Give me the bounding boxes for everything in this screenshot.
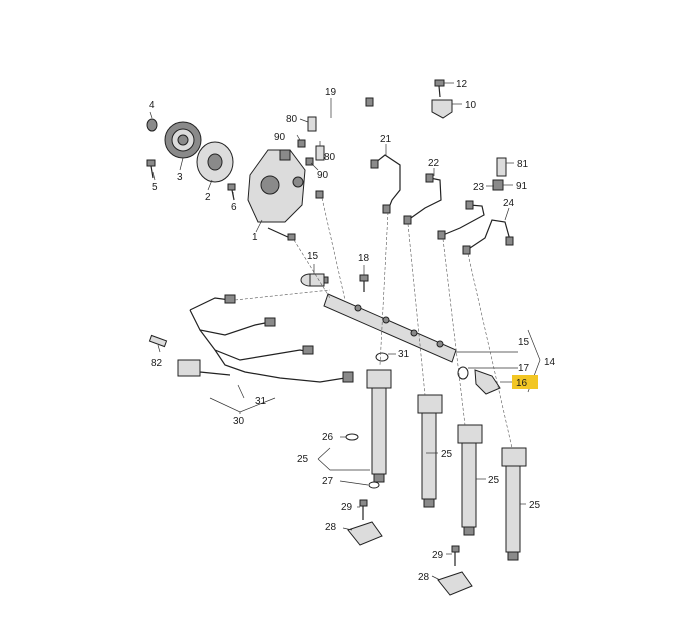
label-19[interactable]: 19 <box>325 87 337 98</box>
seal-part-80a[interactable] <box>307 116 317 132</box>
high-pressure-pump[interactable] <box>247 149 306 223</box>
part-labels: 4 5 3 2 6 1 19 80 90 80 90 12 10 21 22 8… <box>149 79 556 583</box>
label-15a[interactable]: 15 <box>307 251 319 262</box>
seal-ring-27[interactable] <box>368 481 380 489</box>
label-15b[interactable]: 15 <box>518 337 530 348</box>
connector-part-81[interactable] <box>496 157 507 177</box>
wiring-harness[interactable] <box>177 294 354 383</box>
label-22[interactable]: 22 <box>428 158 440 169</box>
pressure-valve-16[interactable] <box>474 369 501 395</box>
connector-part-91[interactable] <box>492 179 504 191</box>
label-4[interactable]: 4 <box>149 100 155 111</box>
label-10[interactable]: 10 <box>465 100 477 111</box>
label-31b[interactable]: 31 <box>255 396 267 407</box>
clip-part-82[interactable] <box>148 334 168 348</box>
bolt-part-1[interactable] <box>267 227 296 241</box>
label-25a[interactable]: 25 <box>297 454 309 465</box>
label-2[interactable]: 2 <box>205 192 211 203</box>
clamp-part-28b[interactable] <box>437 571 473 596</box>
bolt-part-18[interactable] <box>359 274 369 292</box>
seal-part-80b[interactable] <box>315 145 325 161</box>
bolt-part-29a[interactable] <box>359 499 368 520</box>
bolt-part-5[interactable] <box>146 159 156 179</box>
label-21[interactable]: 21 <box>380 134 392 145</box>
label-81[interactable]: 81 <box>517 159 529 170</box>
injector-pipe-24[interactable] <box>462 219 514 255</box>
label-25c[interactable]: 25 <box>488 475 500 486</box>
injector-pipe-21[interactable] <box>370 154 401 214</box>
label-1[interactable]: 1 <box>252 232 258 243</box>
sprocket-part[interactable] <box>164 121 202 159</box>
pump-hub-part[interactable] <box>196 141 234 183</box>
clamp-part-10[interactable] <box>431 99 453 119</box>
injector-3[interactable] <box>457 424 483 536</box>
injector-pipe-23[interactable] <box>437 200 485 240</box>
clamp-part-28a[interactable] <box>347 521 383 546</box>
label-82[interactable]: 82 <box>151 358 163 369</box>
label-30[interactable]: 30 <box>233 416 245 427</box>
high-pressure-pipe-19[interactable] <box>315 93 388 199</box>
label-28b[interactable]: 28 <box>418 572 430 583</box>
label-25b[interactable]: 25 <box>441 449 453 460</box>
label-31a[interactable]: 31 <box>398 349 410 360</box>
o-ring-17[interactable] <box>457 366 469 380</box>
label-12[interactable]: 12 <box>456 79 468 90</box>
label-23[interactable]: 23 <box>473 182 485 193</box>
label-24[interactable]: 24 <box>503 198 515 209</box>
assembly-dashed-lines <box>234 197 513 449</box>
label-26[interactable]: 26 <box>322 432 334 443</box>
nut-part-90a[interactable] <box>297 139 306 148</box>
nut-part-90b[interactable] <box>305 157 314 166</box>
label-80b[interactable]: 80 <box>324 152 336 163</box>
bolt-part-29b[interactable] <box>451 545 460 566</box>
label-6[interactable]: 6 <box>231 202 237 213</box>
label-18[interactable]: 18 <box>358 253 370 264</box>
bolt-part-12[interactable] <box>434 79 445 98</box>
injector-2[interactable] <box>417 394 443 508</box>
label-27[interactable]: 27 <box>322 476 334 487</box>
pressure-sensor-15[interactable] <box>300 273 329 287</box>
label-91[interactable]: 91 <box>516 181 528 192</box>
label-29b[interactable]: 29 <box>432 550 444 561</box>
label-29a[interactable]: 29 <box>341 502 353 513</box>
o-ring-31[interactable] <box>375 352 389 362</box>
seal-ring-26[interactable] <box>345 433 359 441</box>
label-90b[interactable]: 90 <box>317 170 329 181</box>
injector-4[interactable] <box>501 447 527 561</box>
label-14[interactable]: 14 <box>544 357 556 368</box>
fuel-rail[interactable] <box>323 293 457 363</box>
injector-pipe-22[interactable] <box>403 173 442 225</box>
injector-1[interactable] <box>366 369 392 483</box>
label-80a[interactable]: 80 <box>286 114 298 125</box>
leader-lines <box>149 82 541 581</box>
label-5[interactable]: 5 <box>152 182 158 193</box>
label-25d[interactable]: 25 <box>529 500 541 511</box>
highlight-box-16 <box>512 375 538 389</box>
label-16[interactable]: 16 <box>516 378 528 389</box>
label-17[interactable]: 17 <box>518 363 530 374</box>
washer-part[interactable] <box>146 118 158 132</box>
label-90a[interactable]: 90 <box>274 132 286 143</box>
label-28a[interactable]: 28 <box>325 522 337 533</box>
label-3[interactable]: 3 <box>177 172 183 183</box>
